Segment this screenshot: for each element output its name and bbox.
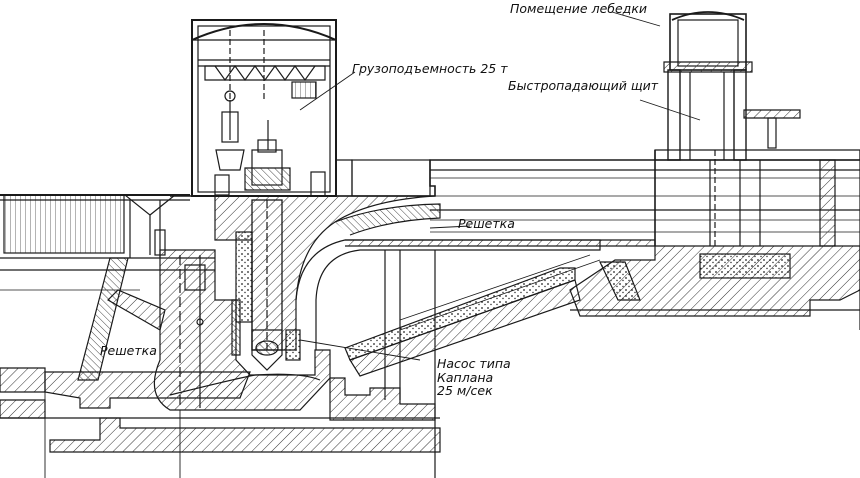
gate-structure	[569, 150, 860, 330]
inclined-screen	[77, 257, 166, 381]
label-load-capacity: Грузоподъемность 25 т	[352, 61, 508, 76]
leader-lines	[299, 11, 701, 361]
left-trestle	[0, 194, 190, 258]
label-pump-type: Насос типа Каплана 25 м/сек	[437, 356, 511, 398]
label-screen-lower: Решетка	[100, 343, 157, 358]
suction-inlet	[153, 249, 331, 411]
middle-pier	[329, 250, 436, 478]
label-pump-line2: Каплана	[437, 369, 494, 385]
label-screen-upper: Решетка	[458, 216, 515, 231]
winch-tower	[654, 11, 860, 246]
label-fast-gate: Быстропадающий щит	[508, 78, 659, 93]
baseline-verticals	[44, 392, 436, 478]
discharge-elbow	[214, 195, 656, 351]
label-winch-room: Помещение лебедки	[510, 1, 647, 16]
label-pump-line1: Насос типа	[437, 356, 511, 371]
crane-house	[191, 19, 337, 197]
label-pump-line3: 25 м/сек	[437, 383, 493, 398]
